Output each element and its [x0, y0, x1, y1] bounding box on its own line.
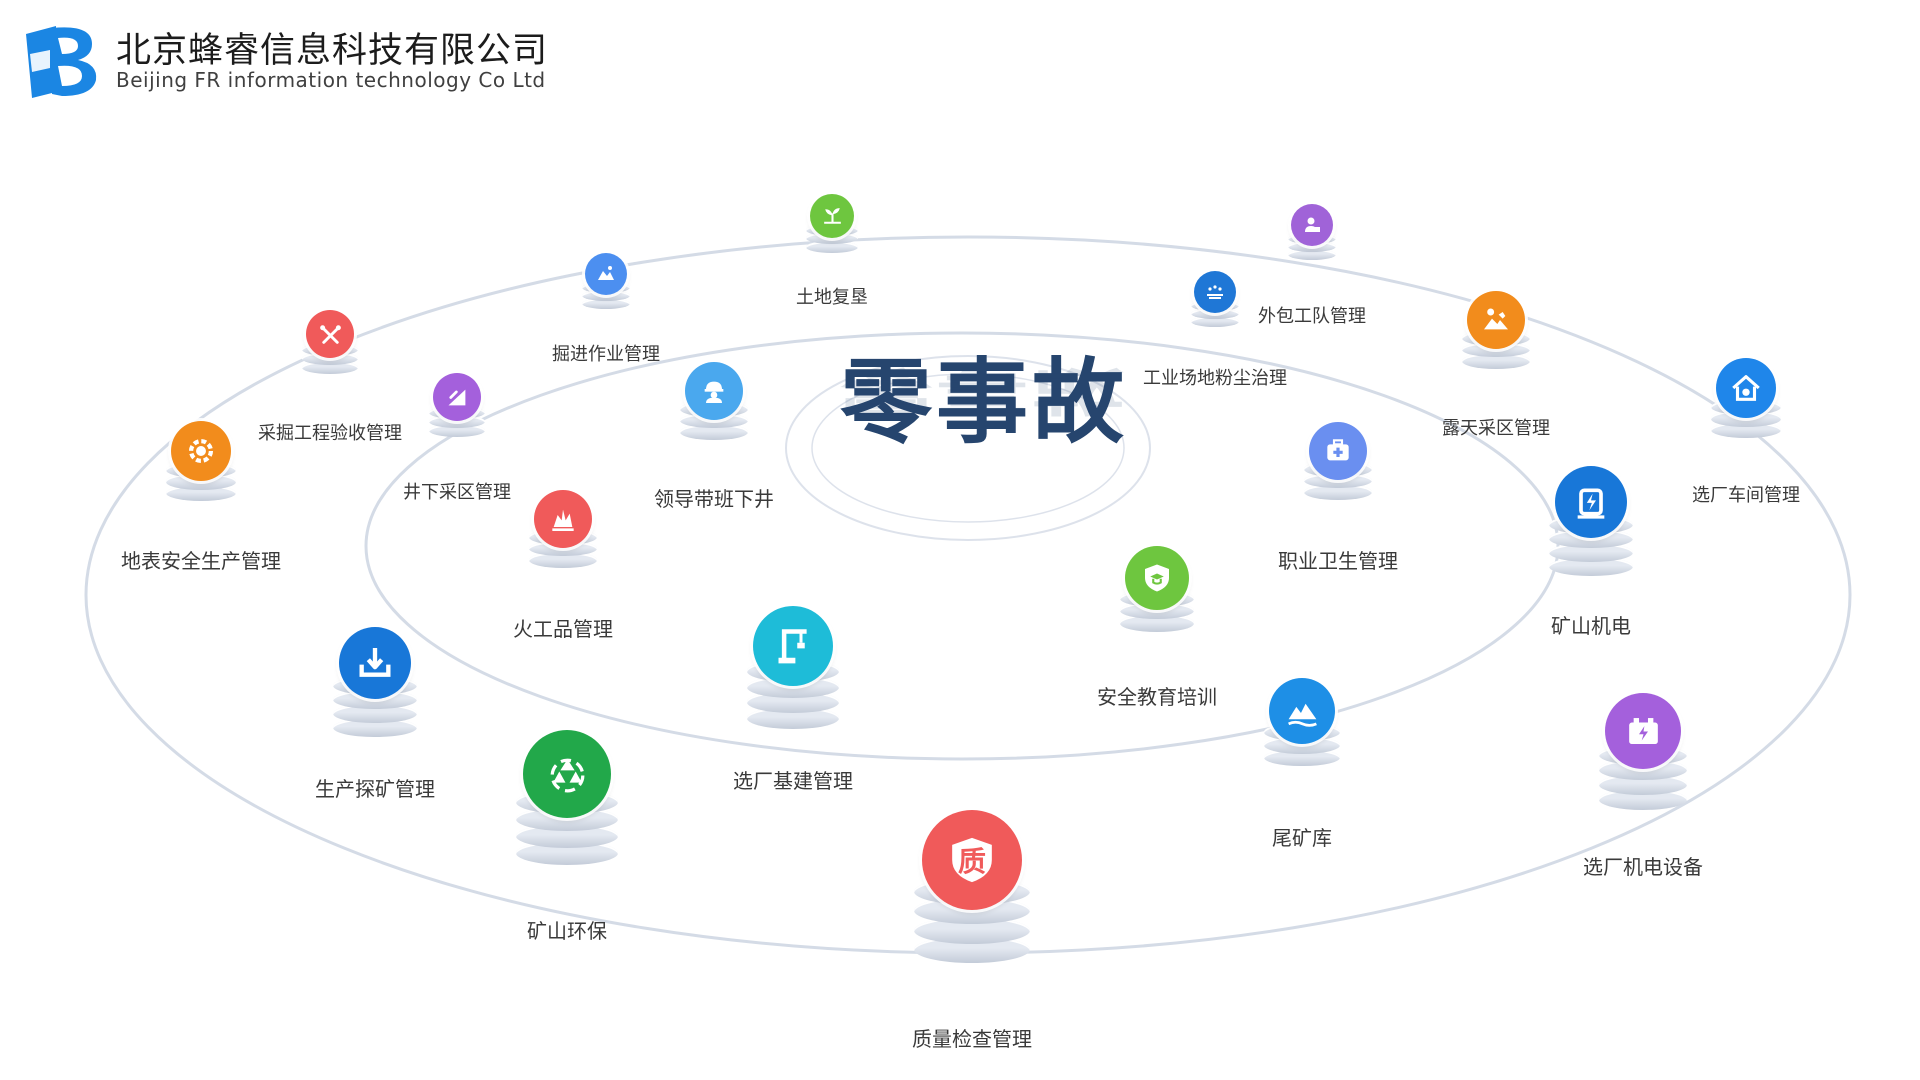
workshop-icon[interactable]	[1716, 358, 1776, 418]
node-label: 领导带班下井	[654, 487, 774, 511]
underground-mining-icon[interactable]	[433, 373, 481, 421]
node-label: 土地复垦	[796, 287, 868, 309]
node-label: 尾矿库	[1272, 826, 1332, 850]
stack-disk	[429, 424, 485, 438]
node-label: 生产探矿管理	[315, 777, 435, 801]
electrical-icon[interactable]	[1555, 466, 1627, 538]
surface-mining-icon[interactable]	[1467, 291, 1525, 349]
stack-disk	[581, 297, 631, 310]
center-title-reflection: 零事故	[840, 360, 1129, 421]
node-label: 职业卫生管理	[1278, 549, 1398, 573]
company-name-en: Beijing FR information technology Co Ltd	[116, 68, 546, 92]
gear-shield-icon[interactable]	[171, 421, 231, 481]
node-label: 选厂机电设备	[1583, 855, 1703, 879]
drill-down-icon[interactable]	[339, 627, 411, 699]
plant-icon[interactable]	[810, 194, 854, 238]
node-label: 矿山机电	[1551, 614, 1631, 638]
stack-disk	[1287, 240, 1337, 253]
stack-disk	[1462, 341, 1530, 358]
medical-kit-icon[interactable]	[1309, 422, 1367, 480]
node-label: 露天采区管理	[1442, 418, 1550, 440]
node-label: 选厂基建管理	[733, 769, 853, 793]
stack-disk	[1263, 735, 1341, 754]
tailings-icon[interactable]	[1269, 678, 1335, 744]
stack-disk	[746, 691, 840, 714]
node-label: 掘进作业管理	[552, 344, 660, 366]
node-label: 外包工队管理	[1258, 306, 1366, 328]
stack-disk	[529, 551, 597, 568]
stack-disk	[746, 675, 840, 698]
stack-disk	[515, 806, 619, 831]
stack-disk	[1549, 528, 1633, 549]
node-label: 选厂车间管理	[1692, 485, 1800, 507]
stack-disk	[1119, 601, 1195, 620]
company-logo-icon	[26, 26, 97, 98]
stack-disk	[166, 473, 236, 490]
stack-disk	[1304, 472, 1372, 489]
stack-disk	[806, 232, 858, 245]
stack-disk	[529, 540, 597, 557]
stack-disk	[333, 717, 417, 738]
stack-disk	[1549, 556, 1633, 577]
node-label: 火工品管理	[513, 617, 613, 641]
stack-disk	[1711, 422, 1781, 439]
crane-icon[interactable]	[753, 606, 833, 686]
stack-disk	[302, 361, 358, 375]
node-label: 采掘工程验收管理	[258, 423, 402, 445]
dust-icon[interactable]	[1194, 271, 1236, 313]
stack-disk	[1304, 483, 1372, 500]
stack-disk	[515, 824, 619, 848]
node-label: 地表安全生产管理	[121, 549, 281, 573]
stack-disk	[806, 241, 858, 253]
stack-disk	[1190, 307, 1240, 320]
stack-disk	[680, 412, 748, 429]
leader-icon[interactable]	[685, 362, 743, 420]
node-label: 安全教育培训	[1097, 685, 1217, 709]
stack-disk	[1119, 614, 1195, 632]
stack-disk	[1263, 748, 1341, 767]
quality-shield-icon[interactable]: 质	[922, 810, 1022, 910]
stack-disk	[1598, 774, 1688, 795]
stack-disk	[1598, 759, 1688, 780]
recycle-icon[interactable]	[523, 730, 611, 818]
education-shield-icon[interactable]	[1125, 546, 1189, 610]
center-orbit-inner	[811, 373, 1125, 523]
stack-disk	[1190, 315, 1240, 328]
stack-disk	[680, 423, 748, 440]
stack-disk	[1287, 248, 1337, 261]
quality-glyph: 质	[957, 845, 986, 878]
stack-disk	[1711, 410, 1781, 427]
stack-disk	[515, 841, 619, 865]
stack-disk	[581, 289, 631, 302]
node-label: 井下采区管理	[403, 482, 511, 504]
node-label: 质量检查管理	[912, 1027, 1032, 1051]
stack-disk	[333, 703, 417, 724]
explosive-icon[interactable]	[534, 490, 592, 548]
stack-disk	[1549, 542, 1633, 563]
stack-disk	[166, 485, 236, 502]
excavation-icon[interactable]	[585, 253, 627, 295]
center-orbit-outer	[785, 355, 1151, 541]
center-title: 零事故	[840, 348, 1129, 456]
battery-icon[interactable]	[1605, 693, 1681, 769]
node-label: 矿山环保	[527, 919, 607, 943]
node-label: 工业场地粉尘治理	[1143, 368, 1287, 390]
worker-icon[interactable]	[1291, 204, 1333, 246]
stack-disk	[746, 707, 840, 729]
stack-disk	[1598, 788, 1688, 810]
stack-disk	[1462, 352, 1530, 369]
tools-icon[interactable]	[306, 310, 354, 358]
stack-disk	[333, 689, 417, 710]
company-name-cn: 北京蜂睿信息科技有限公司	[116, 31, 549, 71]
